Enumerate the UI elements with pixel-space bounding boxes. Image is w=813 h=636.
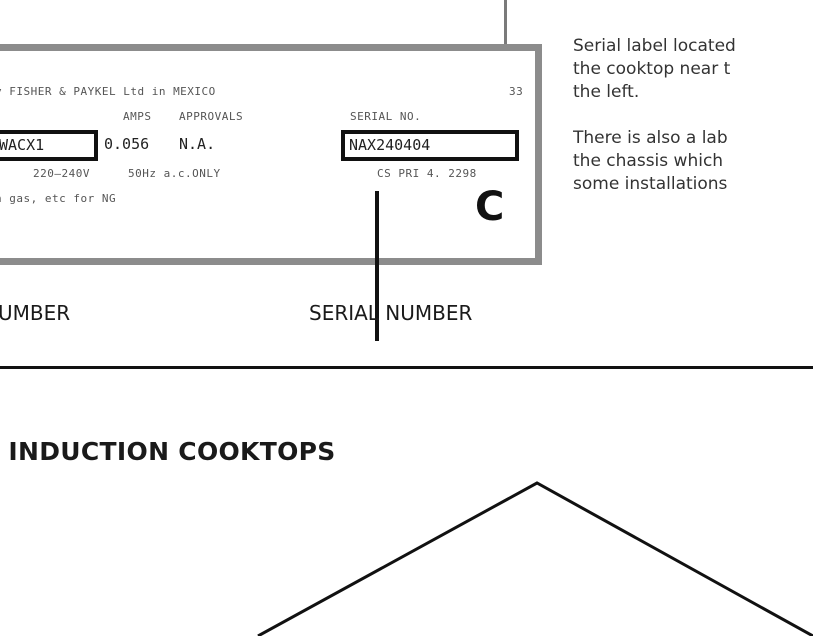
c-tick-compliance-mark: C <box>475 184 505 230</box>
manufacturer-line: y FISHER & PAYKEL Ltd in MEXICO <box>0 85 216 98</box>
model-number-caption: UMBER <box>0 301 71 325</box>
approvals-value: N.A. <box>179 135 216 153</box>
serial-number-box: NAX240404 <box>341 130 519 161</box>
serial-number-caption: SERIAL NUMBER <box>309 301 473 325</box>
amps-header: AMPS <box>123 110 152 123</box>
label-connector-line <box>504 0 507 46</box>
approvals-header: APPROVALS <box>179 110 244 123</box>
cooktop-outline-stroke <box>257 481 813 636</box>
frequency-line: 50Hz a.c.ONLY <box>128 167 221 180</box>
label-corner-number: 33 <box>509 85 524 98</box>
note-line: the cooktop near t <box>573 59 731 79</box>
gas-line: h gas, etc for NG <box>0 192 117 205</box>
amps-value: 0.056 <box>104 135 150 153</box>
serial-pointer-line <box>375 191 379 341</box>
note-line: the left. <box>573 82 640 102</box>
section-heading: / INDUCTION COOKTOPS <box>0 437 336 466</box>
note-line: the chassis which <box>573 151 724 171</box>
note-line: There is also a lab <box>573 128 728 148</box>
standards-code: CS PRI 4. 2298 <box>377 167 477 180</box>
note-line: some installations <box>573 174 728 194</box>
note-line: Serial label located <box>573 36 736 56</box>
voltage-line: 220—240V <box>33 167 90 180</box>
serial-location-note: Serial label located the cooktop near t … <box>573 35 813 196</box>
rating-label-panel: y FISHER & PAYKEL Ltd in MEXICO 33 AMPS … <box>0 44 542 341</box>
serial-header: SERIAL NO. <box>350 110 422 123</box>
model-number-box: WACX1 <box>0 130 98 161</box>
section-divider <box>0 366 813 369</box>
